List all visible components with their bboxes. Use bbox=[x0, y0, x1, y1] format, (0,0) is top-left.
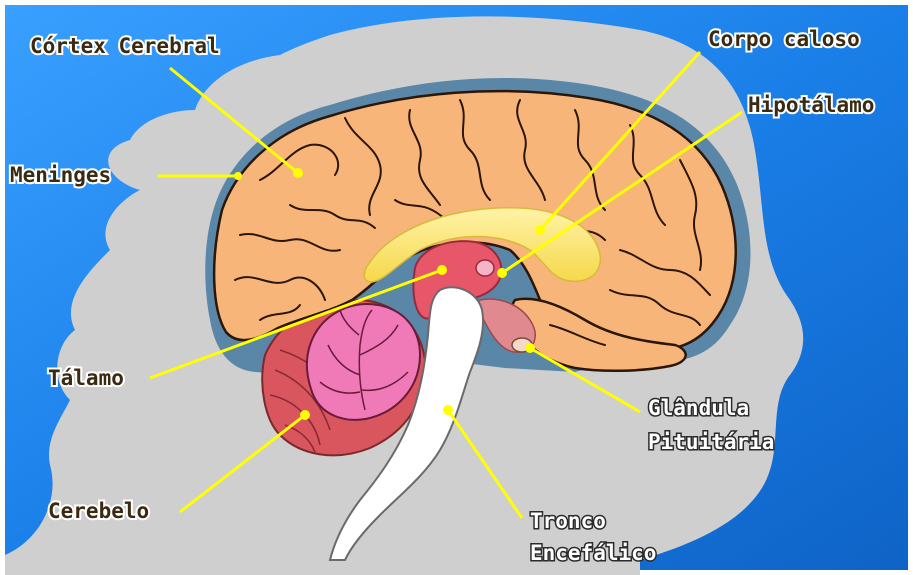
label-corpo-caloso: Corpo caloso bbox=[708, 27, 860, 51]
label-tronco-line1: Tronco bbox=[530, 509, 606, 533]
dot-corpo-caloso bbox=[535, 225, 545, 235]
label-hipotalamo: Hipotálamo bbox=[748, 93, 874, 117]
label-glandula-line2: Pituitária bbox=[648, 430, 774, 454]
dot-cortex bbox=[293, 168, 303, 178]
label-cerebelo: Cerebelo bbox=[48, 499, 149, 523]
dot-hipotalamo bbox=[497, 268, 507, 278]
label-meninges: Meninges bbox=[10, 163, 111, 187]
label-talamo: Tálamo bbox=[48, 366, 124, 390]
dot-glandula bbox=[525, 343, 535, 353]
dot-tronco bbox=[443, 405, 453, 415]
dot-cerebelo bbox=[300, 410, 310, 420]
dot-meninges bbox=[234, 172, 242, 180]
label-tronco-line2: Encefálico bbox=[530, 541, 656, 565]
label-cortex-cerebral: Córtex Cerebral bbox=[30, 34, 220, 58]
dot-talamo bbox=[437, 265, 447, 275]
thalamus-nucleus bbox=[476, 260, 494, 276]
label-glandula-line1: Glândula bbox=[648, 396, 749, 420]
